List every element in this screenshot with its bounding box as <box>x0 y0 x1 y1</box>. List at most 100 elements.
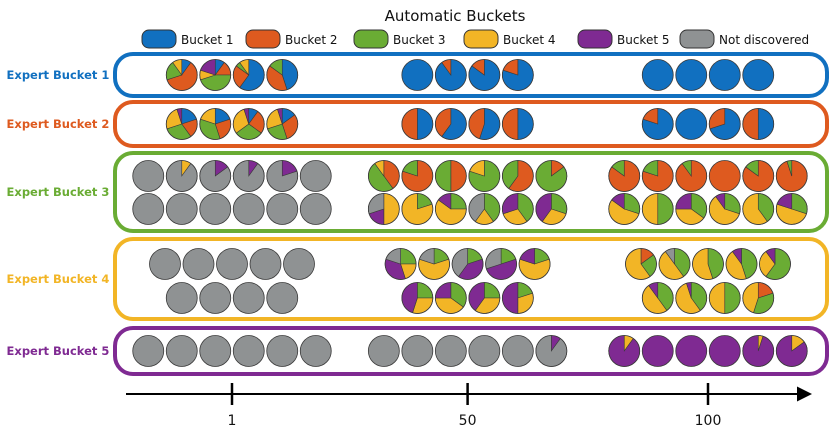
pie-outline <box>434 108 467 140</box>
pie-chart <box>742 282 775 314</box>
pie-outline <box>675 193 708 225</box>
pie-outline <box>501 59 534 91</box>
row-frame <box>113 237 829 321</box>
legend-label: Bucket 4 <box>503 33 556 47</box>
row-label: Expert Bucket 5 <box>7 344 110 358</box>
legend-label: Not discovered <box>719 33 809 47</box>
pie-slice-nd <box>165 335 198 367</box>
pie-slice-nd <box>266 282 299 314</box>
pie-chart <box>232 193 265 225</box>
pie-outline <box>401 193 434 225</box>
pie-outline <box>535 160 568 192</box>
pie-slice-nd <box>199 335 232 367</box>
pie-slice-nd <box>232 282 265 314</box>
x-tick-label: 50 <box>459 413 477 429</box>
pie-chart <box>182 248 215 280</box>
pie-outline <box>692 248 724 280</box>
pie-chart <box>434 335 467 367</box>
pie-chart <box>641 108 674 140</box>
pie-chart <box>608 160 641 192</box>
pie-slice-b1 <box>517 108 534 140</box>
pie-chart <box>199 282 232 314</box>
pie-chart <box>708 282 741 314</box>
pie-slice-b1 <box>757 108 774 140</box>
pie-outline <box>775 335 808 367</box>
pie-slice-b5 <box>675 335 708 367</box>
pie-outline <box>451 248 484 280</box>
pie-chart <box>401 282 434 314</box>
expert-row-3: Expert Bucket 3 <box>7 151 829 233</box>
pie-outline <box>501 193 534 225</box>
pie-slice-nd <box>232 335 265 367</box>
pie-slice-nd <box>367 335 400 367</box>
pie-outline <box>518 248 551 280</box>
legend-label: Bucket 1 <box>181 33 234 47</box>
pie-outline <box>384 248 417 280</box>
pie-slice-nd <box>199 282 232 314</box>
pie-chart <box>165 59 198 91</box>
pie-outline <box>468 282 501 314</box>
pie-outline <box>468 160 501 192</box>
pie-slice-b4 <box>642 193 659 225</box>
pie-chart <box>266 193 299 225</box>
legend-swatch <box>141 29 177 49</box>
pie-slice-nd <box>299 160 332 192</box>
pie-outline <box>641 108 674 140</box>
pie-chart <box>434 59 467 91</box>
pie-outline <box>232 108 265 140</box>
pie-chart <box>641 193 674 225</box>
pie-chart <box>165 282 198 314</box>
pie-chart <box>283 248 315 280</box>
pie-slice-b3 <box>435 160 452 192</box>
pie-outline <box>501 160 534 192</box>
pie-outline <box>759 248 791 280</box>
pie-slice-nd <box>501 335 534 367</box>
pie-outline <box>658 248 691 280</box>
pie-slice-nd <box>199 193 232 225</box>
pie-chart <box>401 160 434 192</box>
pie-slice-nd <box>283 248 315 280</box>
pie-outline <box>468 108 501 140</box>
pie-chart <box>775 335 808 367</box>
pie-outline <box>641 160 674 192</box>
pie-chart <box>132 160 165 192</box>
pie-slice-nd <box>249 248 282 280</box>
row-frame <box>113 52 829 98</box>
pie-chart <box>232 160 265 192</box>
pie-chart <box>384 248 417 280</box>
pie-chart <box>641 59 674 91</box>
pie-chart <box>468 59 501 91</box>
pie-chart <box>232 59 265 91</box>
pie-slice-b2 <box>450 160 467 192</box>
pie-slice-b3 <box>724 282 741 314</box>
pie-outline <box>165 108 198 140</box>
legend-swatch <box>463 29 499 49</box>
pie-chart <box>675 59 708 91</box>
pie-chart <box>232 108 265 140</box>
pie-outline <box>501 282 534 314</box>
pie-chart <box>759 248 791 280</box>
row-frame <box>113 326 829 376</box>
pie-slice-b1 <box>675 59 708 91</box>
pie-outline <box>165 59 198 91</box>
pie-outline <box>535 193 568 225</box>
pie-chart <box>742 193 775 225</box>
pie-outline <box>434 193 467 225</box>
pie-outline <box>468 59 501 91</box>
pie-chart <box>535 193 568 225</box>
pie-group-x50 <box>384 248 551 314</box>
pie-chart <box>742 108 775 140</box>
pie-chart <box>266 160 299 192</box>
pie-group-x100 <box>608 160 808 225</box>
legend-swatch <box>679 29 715 49</box>
pie-outline <box>367 160 400 192</box>
pie-group-x50 <box>401 108 534 140</box>
pie-chart <box>434 193 467 225</box>
legend-swatch <box>353 29 389 49</box>
row-frame <box>113 151 829 233</box>
pie-outline <box>742 160 775 192</box>
pie-chart <box>485 248 517 280</box>
pie-outline <box>742 282 775 314</box>
pie-outline <box>742 108 775 140</box>
